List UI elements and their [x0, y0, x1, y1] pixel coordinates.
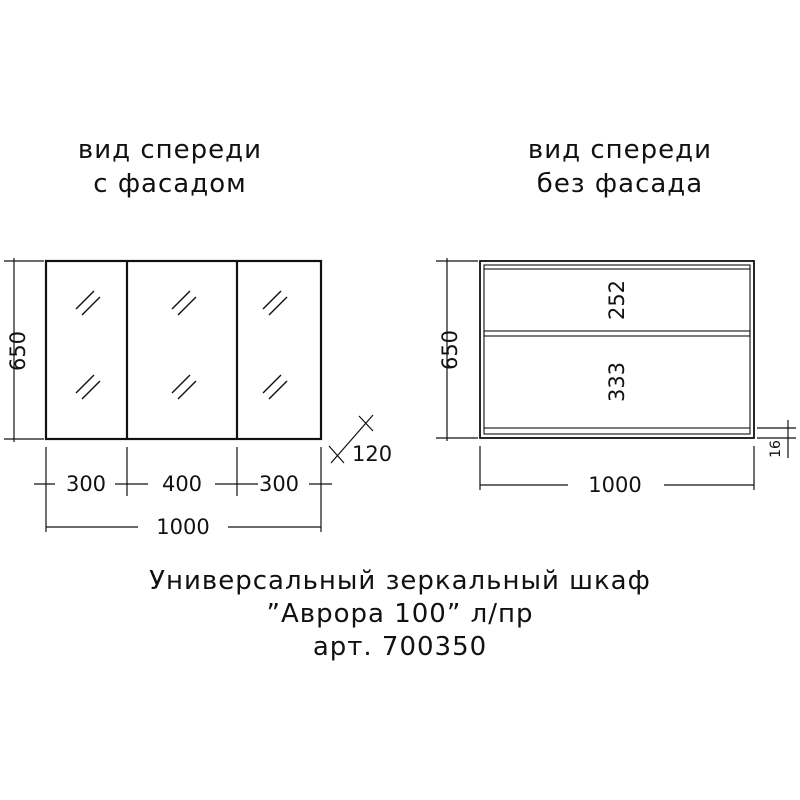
dimension-door-left: 300 [66, 472, 106, 496]
dimension-plinth: 16 [768, 440, 784, 458]
depth-leader [328, 414, 374, 464]
view-title-line1: вид спереди [527, 135, 713, 165]
height-dimension-left [4, 258, 44, 442]
dimension-depth: 120 [352, 442, 392, 466]
shelf [483, 330, 751, 337]
dimension-total-width-left: 1000 [156, 515, 209, 539]
carcass-outline [479, 260, 755, 439]
width-dimension-right [479, 446, 755, 490]
dimension-door-right: 300 [259, 472, 299, 496]
top-panel [483, 264, 751, 270]
dimension-door-middle: 400 [162, 472, 202, 496]
product-model: ”Аврора 100” л/пр [266, 599, 534, 629]
height-dimension-right [436, 258, 478, 441]
dimension-total-width-right: 1000 [588, 473, 641, 497]
view-title-line2: без фасада [536, 169, 704, 199]
view-title-line2: с фасадом [93, 169, 247, 199]
product-name: Универсальный зеркальный шкаф [149, 566, 651, 596]
bottom-panel [483, 427, 751, 435]
right-view [436, 258, 796, 490]
view-title-without-facade: вид спереди без фасада [470, 133, 770, 201]
mirror-glint-marks [75, 290, 288, 400]
dimension-height-left: 650 [6, 331, 30, 371]
left-view [4, 258, 374, 532]
width-dimensions-left [34, 447, 332, 532]
view-title-line1: вид спереди [77, 135, 263, 165]
cabinet-outline [44, 259, 323, 441]
article-number: арт. 700350 [312, 632, 488, 662]
view-title-with-facade: вид спереди с фасадом [40, 133, 300, 201]
dimension-shelf-lower: 333 [605, 362, 629, 402]
dimension-shelf-upper: 252 [605, 280, 629, 320]
plinth-dimension [757, 420, 796, 458]
dimension-height-right: 650 [438, 330, 462, 370]
